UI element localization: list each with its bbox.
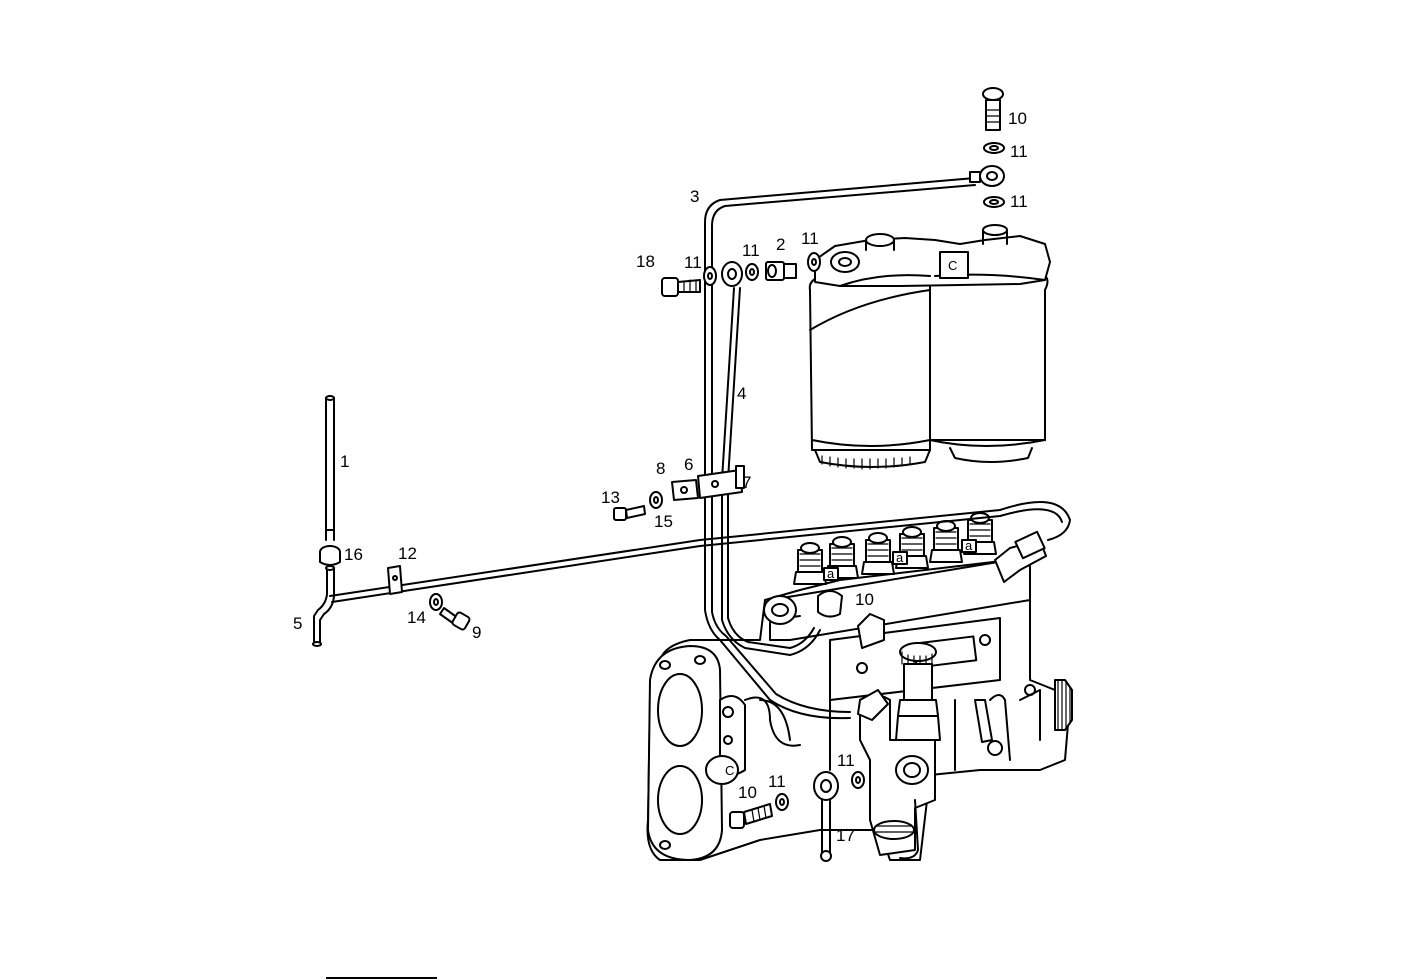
delivery-valve-1 [793,542,827,585]
callout-4: 4 [737,384,746,403]
lever-letter-c: C [725,763,734,778]
banjo-bolt-10-bottom [729,803,773,829]
washer-11-right [807,252,821,272]
washer-11-left [703,266,717,286]
callout-2: 2 [776,235,785,254]
callout-13: 13 [601,488,620,507]
filter-head-letter-c: C [948,258,957,273]
pipe-5 [313,567,335,645]
bolt-18 [661,277,701,297]
pipe-1 [325,397,335,541]
callout-5: 5 [293,614,302,633]
union-feed-pump [857,689,889,721]
banjo-fitting-4 [721,261,743,287]
banjo-17 [813,771,839,801]
fuel-lines [312,177,1071,862]
washer-14 [429,593,443,611]
delivery-valve-5 [929,520,963,563]
callout-3: 3 [690,187,699,206]
callout-10-bottom: 10 [738,783,757,802]
fittings [319,87,1005,860]
callout-11-top-b: 11 [1010,192,1028,211]
callout-9: 9 [472,623,481,642]
washer-11-top-b [983,196,1005,208]
callout-15: 15 [654,512,673,531]
callout-1: 1 [340,452,349,471]
washer-11-bottom-right [851,771,865,789]
fuel-line-3 [704,177,976,720]
callout-labels: 1 2 3 4 5 6 7 8 9 10 10 10 11 11 11 11 1… [293,109,1028,845]
callout-11-left: 11 [684,253,702,272]
clamp-plate-8 [671,479,699,501]
adapter-2 [765,261,797,281]
banjo-fitting-top [969,165,1005,187]
pump-letter-a-right: a [965,538,973,553]
return-line [329,501,1071,597]
callout-16: 16 [344,545,363,564]
pump-letter-a-mid: a [896,550,904,565]
clamp-12 [387,565,403,595]
clamp-6-7 [697,465,745,499]
callout-11-right: 11 [801,229,819,248]
callout-10-pump: 10 [855,590,874,609]
delivery-valve-3 [861,532,895,575]
callout-7: 7 [742,473,751,492]
screw-13 [613,505,646,521]
callout-17: 17 [836,826,855,845]
callout-18: 18 [636,252,655,271]
callout-6: 6 [684,455,693,474]
nut-16 [319,545,341,566]
washer-15 [649,491,663,509]
fuel-line-4 [721,287,821,656]
callout-8: 8 [656,459,665,478]
callout-10-top: 10 [1008,109,1027,128]
pump-letter-a-left: a [827,566,835,581]
callout-11-mid: 11 [742,241,760,260]
washer-11-mid [745,263,759,281]
union-pump-top [857,613,885,649]
fuel-filter-assembly: C [808,224,1051,470]
fuel-line-17 [821,799,831,853]
callout-11-bottom-right: 11 [837,751,855,770]
banjo-bolt-10-top [982,87,1004,131]
screw-9 [439,607,471,631]
callout-12: 12 [398,544,417,563]
callout-11-bottom-left: 11 [768,772,786,791]
washer-11-bottom-left [775,793,789,811]
banjo-fitting-10-pump [817,590,843,618]
hand-primer-pump [895,642,941,741]
callout-14: 14 [407,608,426,627]
washer-11-top-a [983,142,1005,154]
callout-11-top-a: 11 [1010,142,1028,161]
